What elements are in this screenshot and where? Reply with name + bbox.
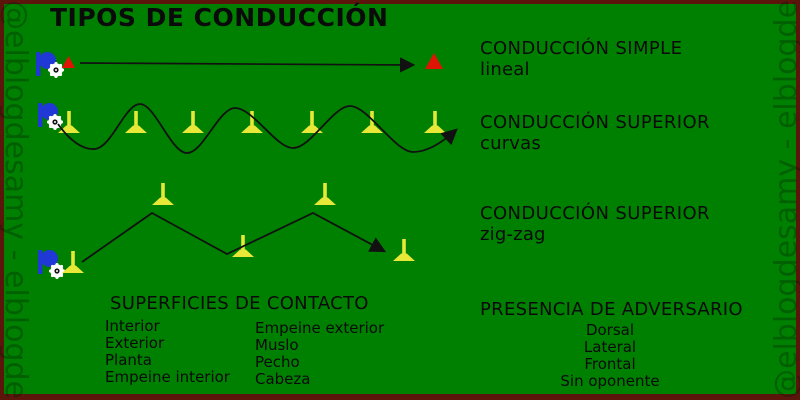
list-item: Sin oponente — [560, 372, 660, 390]
row-sublabel: lineal — [480, 59, 530, 80]
label-conduccion-superior-zigzag: CONDUCCIÓN SUPERIOR zig-zag — [480, 203, 710, 245]
wave-arrow — [57, 103, 458, 154]
page-title: TIPOS DE CONDUCCIÓN — [50, 3, 389, 32]
list-item: Empeine exterior — [255, 319, 385, 337]
list-item: Empeine interior — [105, 368, 230, 386]
list-item: Cabeza — [255, 370, 311, 388]
row-zigzag-graphic — [38, 183, 415, 279]
cone-icon — [152, 183, 174, 205]
row-sublabel: zig-zag — [480, 224, 546, 245]
cone-icon — [125, 111, 147, 133]
zigzag-arrow — [81, 211, 387, 263]
cone-icon — [182, 111, 204, 133]
cone-icon — [314, 183, 336, 205]
red-triangle-icon — [425, 53, 443, 69]
contact-surfaces-col1: Interior Exterior Planta Empeine interio… — [105, 318, 230, 386]
row-label: CONDUCCIÓN SUPERIOR — [480, 203, 710, 224]
label-conduccion-superior-curvas: CONDUCCIÓN SUPERIOR curvas — [480, 112, 710, 154]
cone-icon — [424, 111, 446, 133]
row-label: CONDUCCIÓN SIMPLE — [480, 38, 683, 59]
straight-arrow — [79, 57, 416, 73]
cone-icon — [361, 111, 383, 133]
list-item: Interior — [105, 317, 160, 335]
adversary-heading: PRESENCIA DE ADVERSARIO — [480, 299, 743, 320]
list-item: Pecho — [255, 353, 300, 371]
contact-surfaces-heading: SUPERFICIES DE CONTACTO — [110, 293, 369, 314]
adversary-list: Dorsal Lateral Frontal Sin oponente — [480, 322, 740, 390]
row-curvas-graphic — [38, 103, 458, 154]
red-triangle-icon — [62, 56, 75, 68]
cone-icon — [393, 239, 415, 261]
label-conduccion-simple: CONDUCCIÓN SIMPLE lineal — [480, 38, 682, 80]
list-item: Muslo — [255, 336, 299, 354]
list-item: Lateral — [583, 338, 637, 356]
cone-icon — [241, 111, 263, 133]
row-sublabel: curvas — [480, 133, 541, 154]
cone-icon — [62, 251, 84, 273]
list-item: Frontal — [584, 355, 636, 373]
soccer-ball-icon — [49, 263, 65, 279]
list-item: Planta — [105, 351, 152, 369]
row-lineal-graphic — [36, 52, 443, 78]
row-label: CONDUCCIÓN SUPERIOR — [480, 112, 710, 133]
list-item: Exterior — [105, 334, 165, 352]
contact-surfaces-col2: Empeine exterior Muslo Pecho Cabeza — [255, 320, 384, 388]
soccer-ball-icon — [48, 62, 64, 78]
list-item: Dorsal — [585, 321, 635, 339]
